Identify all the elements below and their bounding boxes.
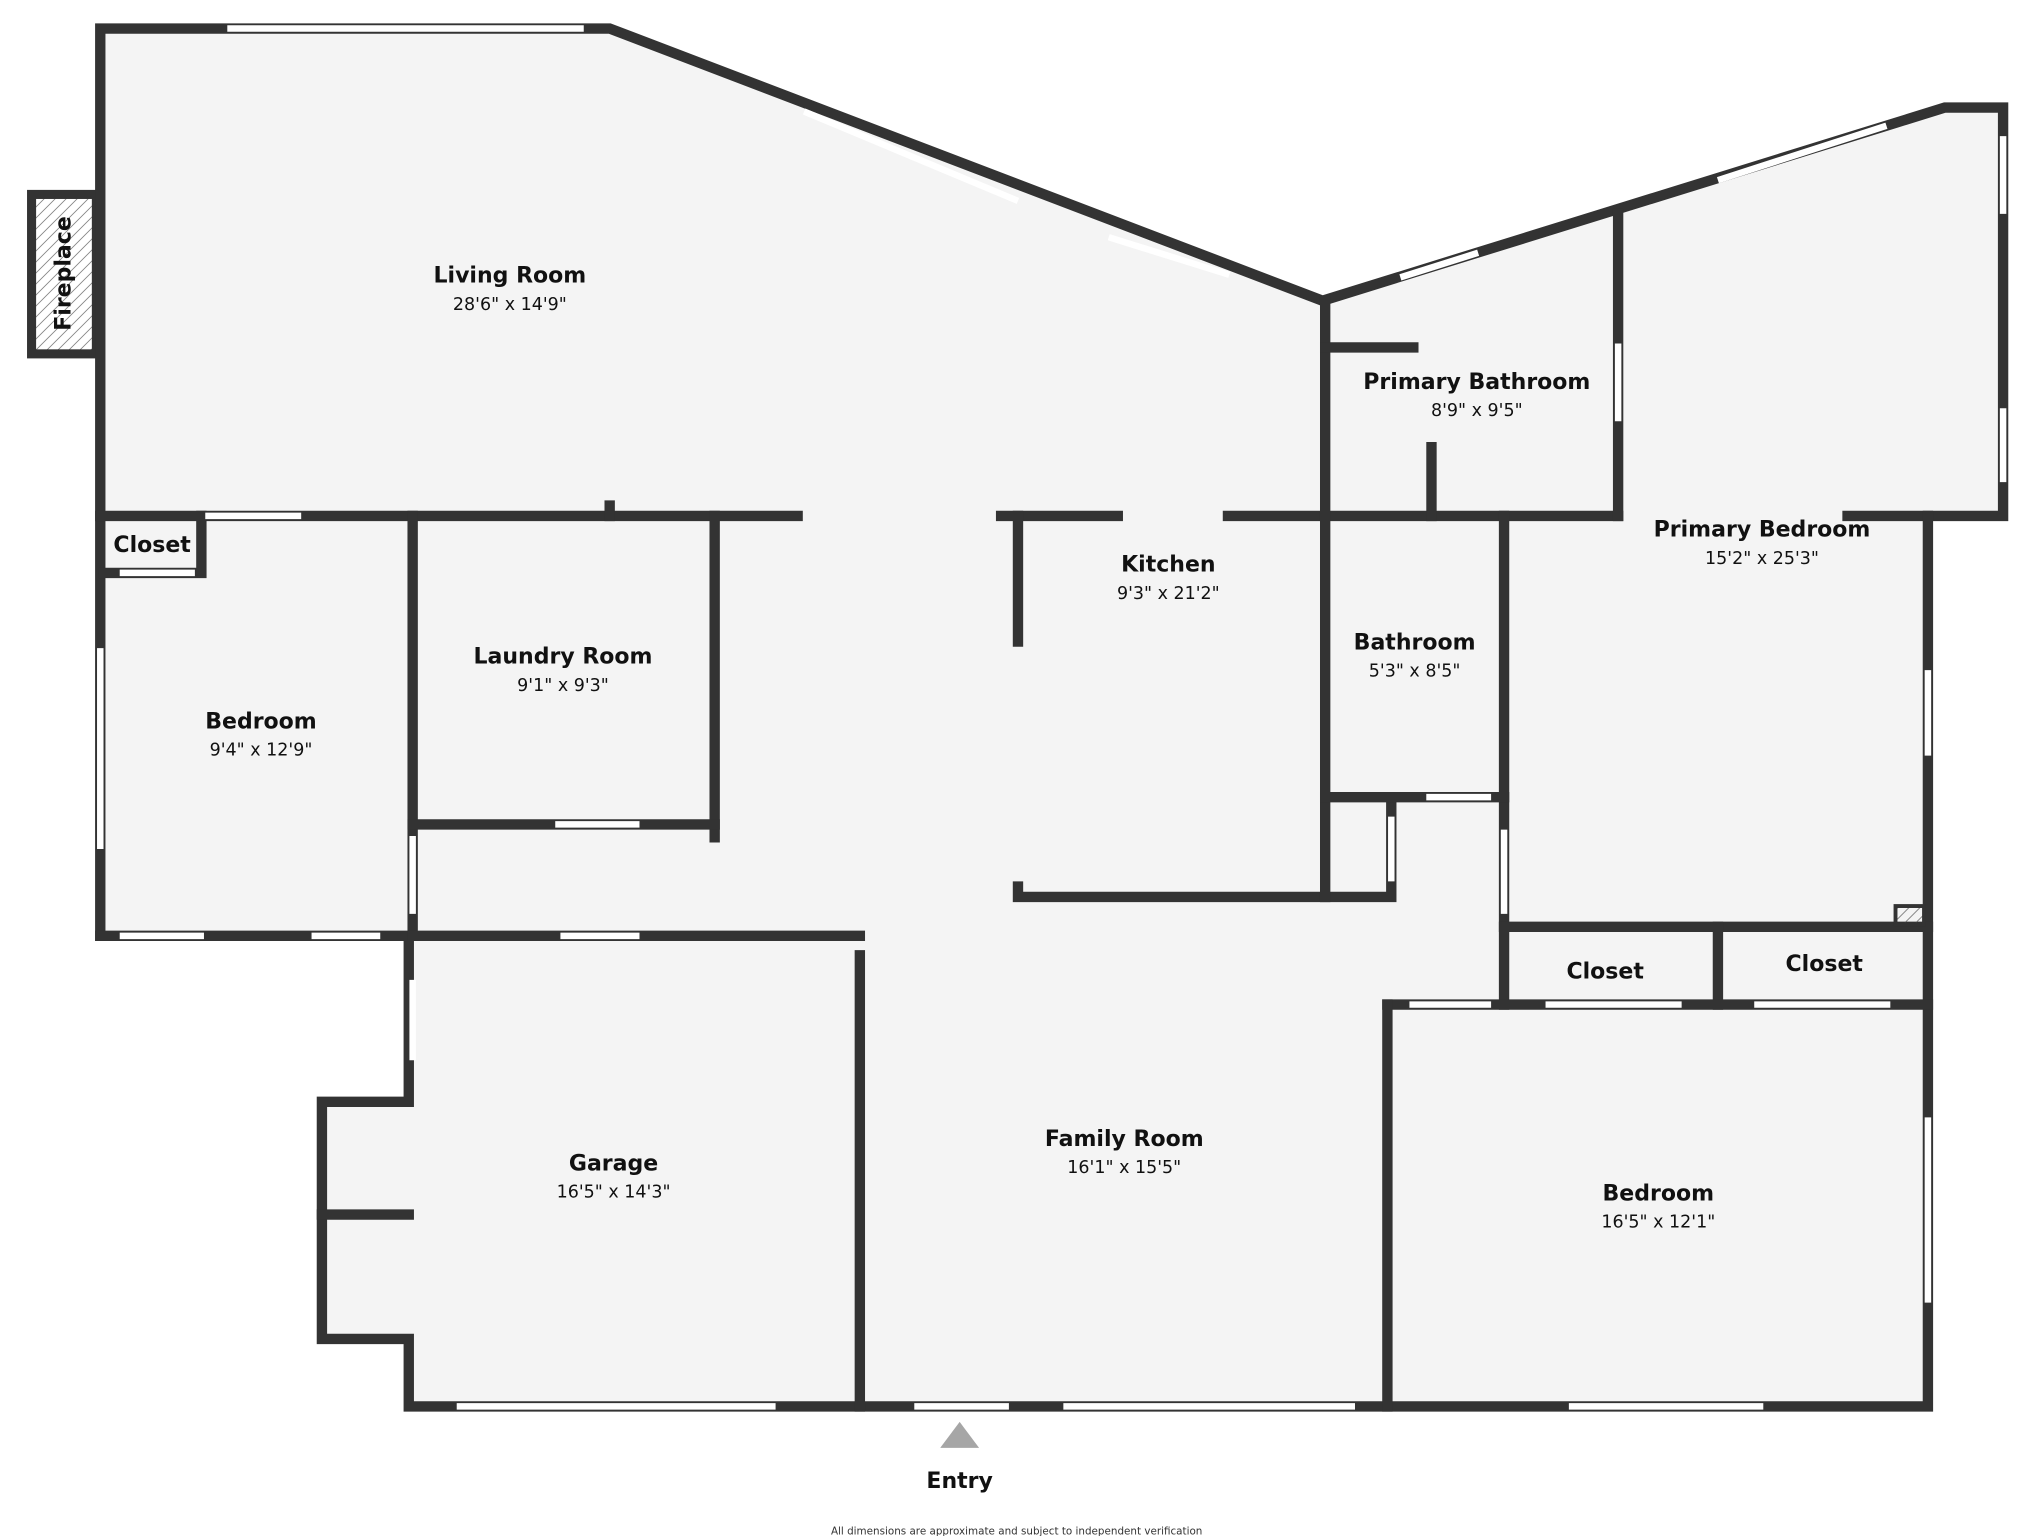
bedroom-left-name: Bedroom <box>205 709 317 734</box>
kitchen-name: Kitchen <box>1121 553 1215 578</box>
closet-left-name: Closet <box>113 533 191 558</box>
bedroom-right-dim: 16'5" x 12'1" <box>1601 1213 1715 1233</box>
kitchen-dim: 9'3" x 21'2" <box>1117 584 1220 604</box>
primary-bedroom-dim: 15'2" x 25'3" <box>1705 549 1819 569</box>
garage-name: Garage <box>569 1151 658 1176</box>
primary-bathroom-name: Primary Bathroom <box>1363 370 1590 395</box>
fireplace <box>27 189 101 359</box>
bedroom-left-dim: 9'4" x 12'9" <box>210 741 313 761</box>
primary-bedroom-name: Primary Bedroom <box>1654 518 1871 543</box>
laundry-room-name: Laundry Room <box>474 645 653 670</box>
family-room-name: Family Room <box>1045 1127 1204 1152</box>
garage-dim: 16'5" x 14'3" <box>557 1183 671 1203</box>
living-room-dim: 28'6" x 14'9" <box>453 295 567 315</box>
bathroom-dim: 5'3" x 8'5" <box>1369 662 1461 682</box>
closet-a-name: Closet <box>1566 960 1644 985</box>
fireplace-label: Fireplace <box>51 216 76 331</box>
windows-doors <box>97 25 2007 1410</box>
closet-b-name: Closet <box>1786 952 1864 977</box>
entry-arrow-icon <box>940 1421 980 1448</box>
primary-bathroom-dim: 8'9" x 9'5" <box>1431 401 1523 421</box>
floor-area <box>100 28 2004 1407</box>
entry-label: Entry <box>926 1469 992 1494</box>
disclaimer: All dimensions are approximate and subje… <box>831 1526 1202 1536</box>
bedroom-right-name: Bedroom <box>1603 1181 1715 1206</box>
bathroom-name: Bathroom <box>1354 630 1476 655</box>
family-room-dim: 16'1" x 15'5" <box>1067 1158 1181 1178</box>
living-room-name: Living Room <box>434 264 587 289</box>
laundry-room-dim: 9'1" x 9'3" <box>517 676 609 696</box>
